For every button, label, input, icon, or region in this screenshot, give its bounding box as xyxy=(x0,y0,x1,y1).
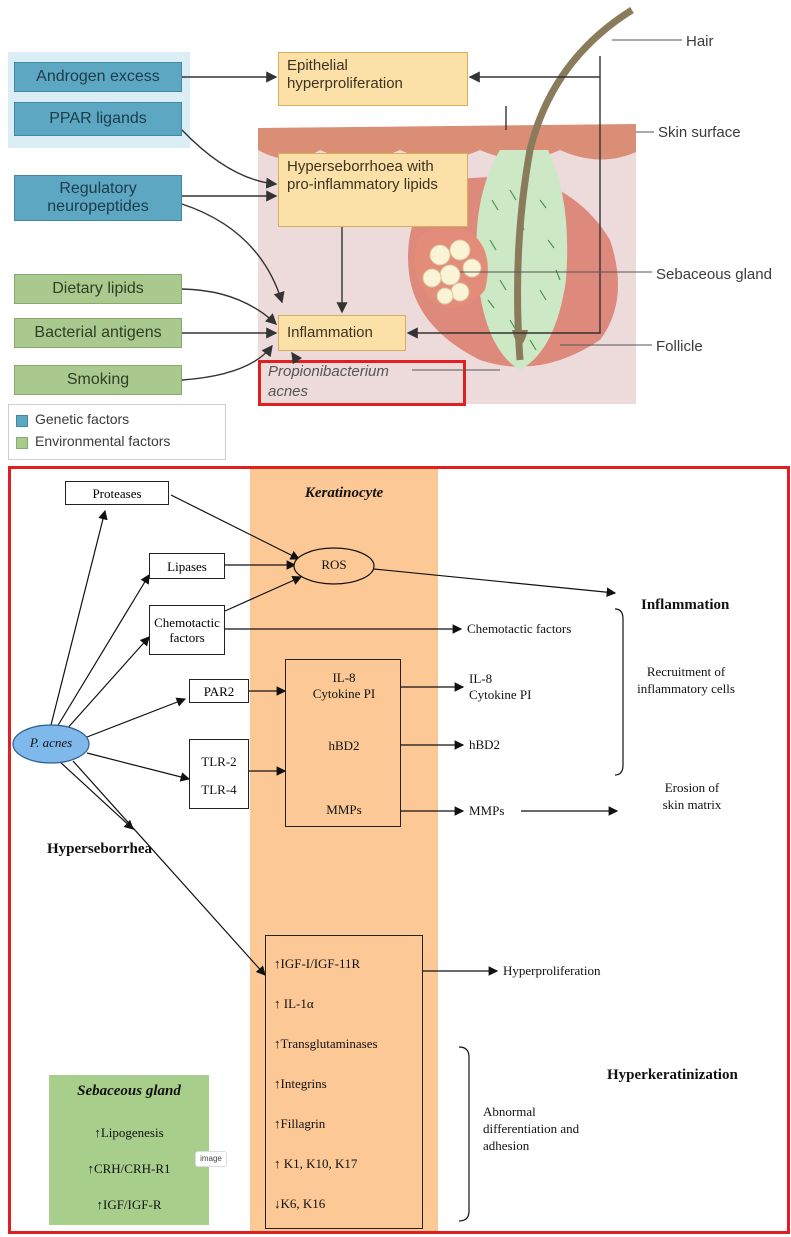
ros-node xyxy=(293,547,375,585)
arrow-pacnes-proteases xyxy=(50,509,108,726)
legend: Genetic factors Environmental factors xyxy=(8,404,226,460)
out-abnormal: Abnormal differentiation and adhesion xyxy=(483,1104,580,1153)
out-cytokine: Cytokine PI xyxy=(469,687,532,702)
recruitment-label: Recruitment of inflammatory cells xyxy=(637,664,735,696)
arrow-follicle-inflammation xyxy=(406,56,601,339)
skin-surface-label: Skin surface xyxy=(658,124,741,141)
keratinization-list-box: ↑IGF-I/IGF-11R ↑ IL-1α ↑Transglutaminase… xyxy=(265,935,423,1229)
arrow-pacnes-inflammation xyxy=(291,351,303,365)
sebaceous-gland-box: Sebaceous gland ↑Lipogenesis ↑CRH/CRH-R1… xyxy=(49,1075,227,1225)
erosion-label: Erosion of skin matrix xyxy=(662,780,722,812)
hyperseborrhoea-box: Hyperseborrhoea with pro-inflammatory li… xyxy=(278,153,468,227)
arrow-dietary-inflammation xyxy=(181,288,278,325)
regulatory-neuropeptides-box: Regulatory neuropeptides xyxy=(14,175,182,221)
hair-shaft xyxy=(514,7,634,361)
pacnes-label: Propionibacterium acnes xyxy=(268,363,389,400)
top-panel: Androgen excess PPAR ligands Regulatory … xyxy=(0,0,791,462)
arrow-chemotactic-ros xyxy=(224,576,303,612)
klist-item-integrins: ↑Integrins xyxy=(274,1076,327,1091)
pacnes-highlight-box xyxy=(258,360,466,406)
klist-item-keratins-down: ↓K6, K16 xyxy=(274,1196,326,1211)
top-arrows xyxy=(181,39,682,381)
ros-label: ROS xyxy=(321,557,347,572)
hyperkeratinization-heading: Hyperkeratinization xyxy=(607,1067,738,1083)
tlr-box: TLR-2 TLR-4 xyxy=(189,739,249,809)
kbox-mmps: MMPs xyxy=(326,802,362,817)
inflammation-heading: Inflammation xyxy=(641,597,730,613)
klist-item-igf: ↑IGF-I/IGF-11R xyxy=(274,956,361,971)
arrow-ppar-hyperseborrhoea xyxy=(181,129,278,189)
hyperseborrhea-heading: Hyperseborrhea xyxy=(47,841,152,857)
lipases-box: Lipases xyxy=(149,553,225,579)
arrow-pacnes-tlr xyxy=(86,752,191,782)
tlr2-label: TLR-2 xyxy=(201,754,237,769)
out-hyperproliferation: Hyperproliferation xyxy=(503,963,601,978)
klist-item-keratins-up: ↑ K1, K10, K17 xyxy=(274,1156,358,1171)
gland-item-lipogenesis: ↑Lipogenesis xyxy=(94,1125,164,1140)
kbox-hbd2: hBD2 xyxy=(328,738,360,753)
keratinocyte-column xyxy=(250,469,438,1231)
image-badge: image xyxy=(195,1151,227,1167)
keratinocyte-title: Keratinocyte xyxy=(304,485,384,501)
gland-item-igf: ↑IGF/IGF-R xyxy=(96,1197,162,1212)
brace-recruitment xyxy=(614,608,624,776)
ppar-ligands-box: PPAR ligands xyxy=(14,102,182,136)
tlr4-label: TLR-4 xyxy=(201,782,237,797)
arrow-neuropeptides-inflammation xyxy=(181,203,285,304)
legend-genetic-swatch xyxy=(16,415,28,427)
arrow-pacnes-klist xyxy=(72,760,266,976)
sebaceous-gland-label: Sebaceous gland xyxy=(656,266,772,283)
out-chemotactic: Chemotactic factors xyxy=(467,621,572,636)
klist-item-transglutaminases: ↑Transglutaminases xyxy=(274,1036,378,1051)
arrow-ros-inflammation xyxy=(373,568,617,597)
arrow-smoking-inflammation xyxy=(181,344,273,381)
dietary-lipids-box: Dietary lipids xyxy=(14,274,182,304)
arrow-pacnes-lipases xyxy=(56,573,150,728)
inflammation-box: Inflammation xyxy=(278,315,406,351)
arrow-proteases-ros xyxy=(170,494,301,560)
klist-item-il1a: ↑ IL-1α xyxy=(274,996,314,1011)
epithelial-hyperproliferation-box: Epithelial hyperproliferation xyxy=(278,52,468,106)
androgen-excess-box: Androgen excess xyxy=(14,62,182,92)
out-mmps: MMPs xyxy=(469,803,505,818)
arrow-pacnes-hyperseborrhea xyxy=(58,760,134,830)
legend-genetic-label: Genetic factors xyxy=(35,411,130,427)
arrow-pacnes-par2 xyxy=(86,697,187,738)
out-hbd2: hBD2 xyxy=(469,737,501,752)
bacterial-antigens-box: Bacterial antigens xyxy=(14,318,182,348)
hair-label: Hair xyxy=(686,33,714,50)
gland-title: Sebaceous gland xyxy=(77,1083,181,1099)
kbox-cytokine: Cytokine PI xyxy=(312,686,376,701)
legend-environmental-label: Environmental factors xyxy=(35,433,171,449)
chemotactic-factors-box: Chemotactic factors xyxy=(149,605,225,655)
arrow-pacnes-chemotactic xyxy=(64,636,150,732)
hair-root xyxy=(512,330,528,345)
klist-item-fillagrin: ↑Fillagrin xyxy=(274,1116,326,1131)
legend-environmental-swatch xyxy=(16,437,28,449)
follicle-label: Follicle xyxy=(656,338,703,355)
bottom-arrows xyxy=(12,494,624,1222)
cytokine-box: IL-8 Cytokine PI hBD2 MMPs xyxy=(285,659,401,827)
kbox-il8: IL-8 xyxy=(332,670,356,685)
brace-abnormal xyxy=(458,1046,470,1222)
proteases-box: Proteases xyxy=(65,481,169,505)
smoking-box: Smoking xyxy=(14,365,182,395)
gland-item-crh: ↑CRH/CRH-R1 xyxy=(87,1161,171,1176)
out-il8: IL-8 xyxy=(469,671,493,686)
bottom-panel: Keratinocyte xyxy=(8,466,790,1234)
pacnes-node xyxy=(12,724,90,764)
par2-box: PAR2 xyxy=(189,679,249,703)
pacnes-node-label: P. acnes xyxy=(29,735,73,750)
